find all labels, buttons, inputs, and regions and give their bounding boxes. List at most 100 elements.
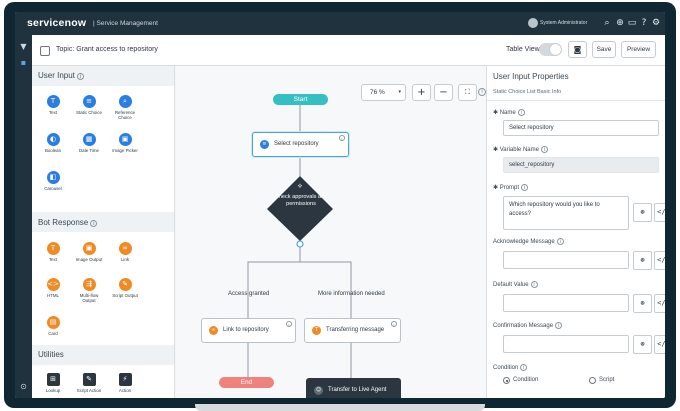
topic-title: Topic: Grant access to repository xyxy=(56,46,158,53)
node-transfer-live-agent[interactable]: ☺ Transfer to Live Agent xyxy=(306,378,401,398)
topic-checkbox[interactable] xyxy=(40,46,50,56)
decision-label[interactable]: Check approvals and permissions xyxy=(274,194,328,207)
default-value-field[interactable] xyxy=(503,294,629,312)
condition-radio[interactable] xyxy=(503,377,510,384)
lookup-icon: ⊞ xyxy=(46,373,60,386)
palette-item-link[interactable]: ∞Link xyxy=(109,242,141,262)
user-input-header[interactable] xyxy=(32,66,174,86)
prompt-field[interactable]: Which repository would you like to acces… xyxy=(503,196,629,230)
start-node[interactable]: Start xyxy=(273,94,328,105)
palette-item-lookup[interactable]: ⊞Lookup xyxy=(45,373,61,393)
info-icon[interactable]: i xyxy=(478,88,486,96)
code-button[interactable]: </> xyxy=(654,251,665,270)
palette-item-multiflow-output[interactable]: ⇶Multi-flow Output xyxy=(79,278,99,303)
properties-subtitle: Static Choice List Basic Info xyxy=(493,89,562,95)
chevron-down-icon: ▾ xyxy=(398,89,401,95)
acknowledge-field[interactable] xyxy=(503,251,629,269)
end-node[interactable]: End xyxy=(219,377,274,388)
help-icon[interactable]: ? xyxy=(641,18,647,28)
text-icon: T xyxy=(46,95,60,108)
product-name: | Service Management xyxy=(93,20,158,27)
search-icon: ⌕ xyxy=(118,95,132,108)
text-icon: T xyxy=(312,326,321,335)
zoom-select[interactable]: 76 %▾ xyxy=(361,84,406,101)
code-button[interactable]: </> xyxy=(654,203,665,222)
save-button[interactable]: Save xyxy=(592,41,616,58)
palette-item-card[interactable]: ▤Card xyxy=(46,316,60,336)
node-transferring-message[interactable]: T Transferring message i xyxy=(304,318,401,343)
script-radio[interactable] xyxy=(589,377,596,384)
info-icon: i xyxy=(517,109,525,116)
chat-icon[interactable]: ▭ xyxy=(627,18,637,28)
monitor-stand xyxy=(195,404,485,411)
code-button[interactable]: </> xyxy=(654,335,665,354)
table-view-toggle[interactable] xyxy=(539,43,562,56)
preview-button[interactable]: Preview xyxy=(621,41,656,58)
translate-button[interactable]: ⊛ xyxy=(633,251,652,270)
list-icon: ≡ xyxy=(82,95,96,108)
code-icon: </> xyxy=(657,299,665,307)
node-link-to-repository[interactable]: ∞ Link to repository i xyxy=(201,318,296,343)
name-field[interactable]: Select repository xyxy=(503,120,659,136)
globe-icon[interactable]: ⊕ xyxy=(616,18,624,28)
palette-item-action[interactable]: ⚡Action xyxy=(118,373,132,393)
code-icon: <> xyxy=(46,278,60,291)
palette-item-script-output[interactable]: ✎Script Output xyxy=(112,278,138,298)
palette-item-image-picker[interactable]: ▣Image Picker xyxy=(112,133,138,153)
node-select-repository[interactable]: ≡ Select repository i xyxy=(252,132,349,157)
info-icon: i xyxy=(391,321,397,327)
utilities-title: Utilities xyxy=(38,350,64,359)
user-name[interactable]: System Administrator xyxy=(540,20,588,26)
palette-item-html[interactable]: <>HTML xyxy=(46,278,60,298)
translate-icon: ⊛ xyxy=(640,340,645,348)
link-icon: ∞ xyxy=(209,326,218,335)
connector-handle xyxy=(296,240,304,248)
info-icon: i xyxy=(76,73,84,80)
palette-item-image-output[interactable]: ▣Image Output xyxy=(75,242,103,262)
palette-item-boolean[interactable]: ◐Boolean xyxy=(44,133,62,153)
translate-button[interactable]: ⊛ xyxy=(633,294,652,313)
properties-title: User Input Properties xyxy=(493,72,569,81)
search-icon[interactable]: ⌕ xyxy=(604,18,610,28)
text-icon: T xyxy=(46,242,60,255)
palette-item-script-action[interactable]: ✎Script Action xyxy=(76,373,102,393)
translate-button[interactable]: ⊛ xyxy=(633,203,652,222)
fit-screen-button[interactable]: ⛶ xyxy=(458,84,477,101)
bookmark-icon[interactable]: ▪ xyxy=(20,58,27,67)
variable-name-field: select_repository xyxy=(503,157,659,173)
flow-canvas[interactable]: 76 %▾ + − ⛶ i Start ≡ Select repository … xyxy=(176,66,486,398)
avatar[interactable] xyxy=(528,18,538,28)
palette-item-date-time[interactable]: ▦Date Time xyxy=(78,133,99,153)
code-icon: </> xyxy=(657,340,665,348)
info-icon: i xyxy=(339,135,345,141)
code-button[interactable]: </> xyxy=(654,294,665,313)
branch-label-right: More information needed xyxy=(318,291,385,297)
palette-item-reference-choice[interactable]: ⌕Reference Choice xyxy=(114,95,136,120)
gear-icon[interactable]: ⚙ xyxy=(651,18,661,28)
palette-item-carousel[interactable]: ◧Carousel xyxy=(44,171,62,191)
settings-icon[interactable]: ⊙ xyxy=(20,382,27,391)
script-option-label: Script xyxy=(599,377,615,383)
brand-logo[interactable]: servicenow xyxy=(27,17,87,29)
zoom-out-button[interactable]: − xyxy=(434,84,453,101)
condition-option-label: Condition xyxy=(513,377,539,383)
palette-item-static-choice[interactable]: ≡Static Choice xyxy=(76,95,102,115)
decision-icon: ⟡ xyxy=(297,182,303,190)
utilities-header[interactable] xyxy=(32,345,174,365)
confirmation-field[interactable] xyxy=(503,335,629,353)
zoom-in-button[interactable]: + xyxy=(412,84,431,101)
list-icon: ≡ xyxy=(260,140,269,149)
filter-icon[interactable]: ▼ xyxy=(20,42,27,51)
code-icon: </> xyxy=(657,256,665,264)
camera-button[interactable]: ◙ xyxy=(568,41,587,58)
branch-label-left: Access granted xyxy=(228,291,270,297)
designer-toolbar: Topic: Grant access to repository Table … xyxy=(32,35,665,66)
translate-button[interactable]: ⊛ xyxy=(633,335,652,354)
bot-response-header[interactable] xyxy=(32,212,174,232)
